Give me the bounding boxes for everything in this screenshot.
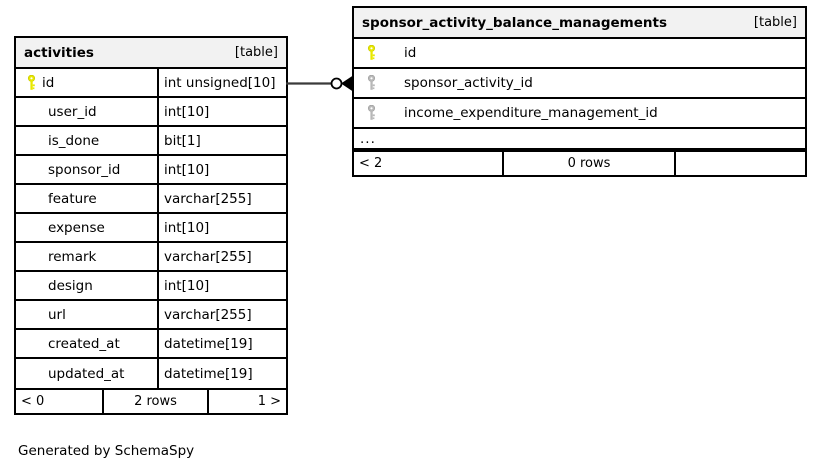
column-label: url [48,306,66,323]
next-page-button[interactable] [676,152,805,175]
column-name-cell: remark [16,243,157,270]
column-label: id [404,45,417,61]
table-row[interactable]: is_done bit[1] [16,127,286,156]
column-name-cell: design [16,272,157,299]
next-page-button[interactable]: 1 > [257,394,281,409]
column-label: income_expenditure_management_id [404,105,658,121]
column-label: feature [48,190,97,207]
column-name-cell: sponsor_id [16,156,157,183]
table-row[interactable]: income_expenditure_management_id [354,99,805,129]
column-type-cell: int unsigned[10] [157,69,286,96]
column-name-cell: created_at [16,330,157,357]
column-name-cell: url [16,301,157,328]
entity-sabm-title: sponsor_activity_balance_managements [362,14,667,31]
column-type-cell: datetime[19] [157,330,286,357]
column-type-cell: int[10] [157,156,286,183]
column-label: is_done [48,132,100,149]
column-type-cell: varchar[255] [157,185,286,212]
column-name-cell: expense [16,214,157,241]
entity-sabm-header: sponsor_activity_balance_managements [ta… [354,8,805,39]
column-label: updated_at [48,365,125,382]
relationship-connector-activities-to-sabm [286,75,353,92]
table-row[interactable]: sponsor_id int[10] [16,156,286,185]
column-name-cell: user_id [16,98,157,125]
primary-key-icon [360,45,382,61]
column-label: id [42,74,55,91]
primary-key-icon [20,74,42,91]
entity-activities-type-tag: [table] [234,45,278,60]
table-row[interactable]: id int unsigned[10] [16,69,286,98]
column-label: design [48,277,93,294]
column-label: expense [48,219,105,236]
entity-sabm-columns: id sponsor_activity_id [354,39,805,150]
table-row[interactable]: created_at datetime[19] [16,330,286,359]
column-label: user_id [48,103,97,120]
row-count-label: 2 rows [104,390,209,413]
prev-page-button[interactable]: < 2 [354,152,504,175]
column-label: sponsor_id [48,161,121,178]
row-count-label: 0 rows [504,152,676,175]
table-row[interactable]: url varchar[255] [16,301,286,330]
entity-activities[interactable]: activities [table] id [14,36,288,415]
column-type-cell: int[10] [157,272,286,299]
foreign-key-icon [360,75,382,91]
column-type-cell: varchar[255] [157,243,286,270]
generated-by-caption: Generated by SchemaSpy [18,443,195,459]
table-row[interactable]: remark varchar[255] [16,243,286,272]
entity-sabm-type-tag: [table] [753,15,797,30]
column-type-cell: bit[1] [157,127,286,154]
table-row[interactable]: updated_at datetime[19] [16,359,286,388]
column-name-cell: income_expenditure_management_id [354,99,805,127]
column-name-cell: feature [16,185,157,212]
column-name-cell: updated_at [16,359,157,388]
prev-page-button[interactable]: < 0 [16,390,104,413]
more-columns-indicator: ... [354,129,805,150]
table-row[interactable]: design int[10] [16,272,286,301]
column-type-cell: int[10] [157,98,286,125]
entity-activities-columns: id int unsigned[10] user_id int[10] is_d… [16,69,286,388]
table-row[interactable]: sponsor_activity_id [354,69,805,99]
entity-activities-title: activities [24,44,94,61]
table-row[interactable]: expense int[10] [16,214,286,243]
column-label: created_at [48,335,120,352]
column-label: remark [48,248,97,265]
column-label: sponsor_activity_id [404,75,533,91]
column-type-cell: varchar[255] [157,301,286,328]
column-name-cell: sponsor_activity_id [354,69,805,97]
column-type-cell: int[10] [157,214,286,241]
table-row[interactable]: id [354,39,805,69]
column-name-cell: id [16,69,157,96]
column-name-cell: is_done [16,127,157,154]
column-name-cell: id [354,39,805,67]
column-type-cell: datetime[19] [157,359,286,388]
entity-sabm-footer: < 2 0 rows [354,150,805,175]
table-row[interactable]: feature varchar[255] [16,185,286,214]
foreign-key-icon [360,105,382,121]
table-row[interactable]: user_id int[10] [16,98,286,127]
entity-sponsor-activity-balance-managements[interactable]: sponsor_activity_balance_managements [ta… [352,6,807,177]
entity-activities-header: activities [table] [16,38,286,69]
entity-activities-footer: < 0 2 rows 1 > [16,388,286,413]
